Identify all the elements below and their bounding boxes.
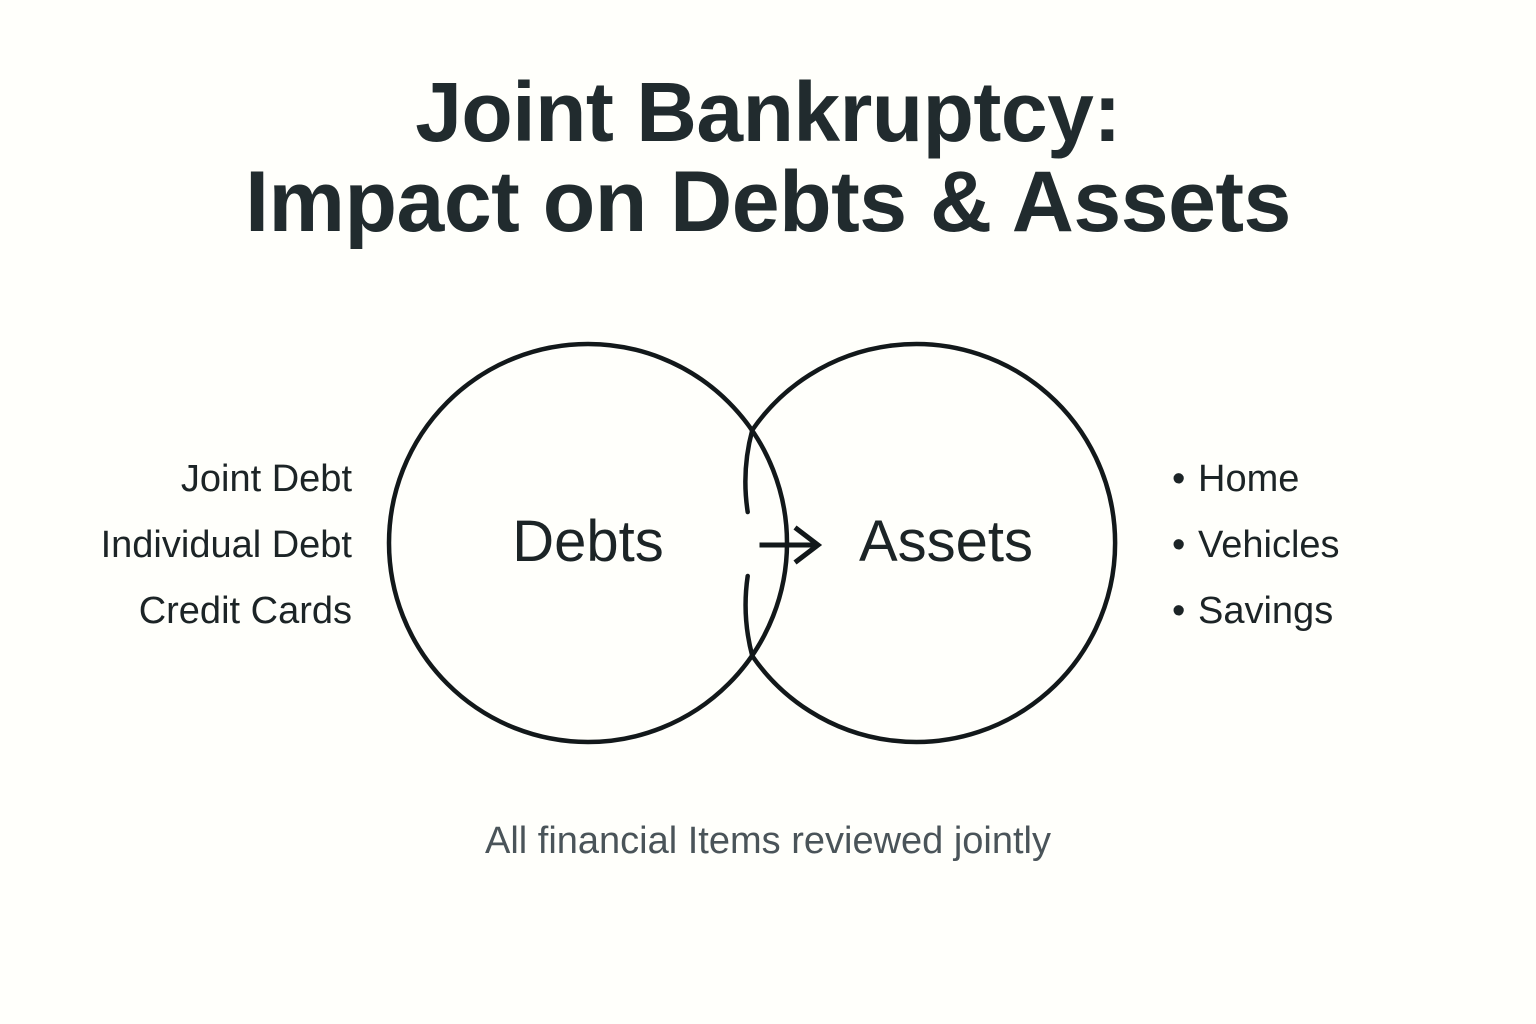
assets-circle-main-arc <box>750 341 1118 745</box>
arrow-right-icon <box>759 525 823 565</box>
list-item-vehicles: • Vehicles <box>1172 512 1340 578</box>
list-item-home: • Home <box>1172 446 1340 512</box>
assets-circle-arc-lower <box>743 573 755 659</box>
list-item-label: Savings <box>1198 590 1334 632</box>
debts-circle <box>386 341 790 745</box>
assets-item-list: • Home • Vehicles • Savings <box>1172 446 1340 644</box>
title-line-2: Impact on Debts & Assets <box>245 154 1291 251</box>
list-item-label: Individual Debt <box>100 524 352 566</box>
bullet-icon: • <box>1172 458 1186 500</box>
list-item-label: Home <box>1198 458 1300 500</box>
debts-item-list: Joint Debt Individual Debt Credit Cards <box>0 446 352 644</box>
list-item-joint-debt: Joint Debt <box>0 446 352 512</box>
bullet-icon: • <box>1172 524 1186 566</box>
list-item-savings: • Savings <box>1172 578 1340 644</box>
list-item-credit-cards: Credit Cards <box>0 578 352 644</box>
assets-circle-arc-upper <box>743 427 755 515</box>
page-title: Joint Bankruptcy: Impact on Debts & Asse… <box>0 65 1536 251</box>
list-item-label: Vehicles <box>1198 524 1340 566</box>
list-item-label: Credit Cards <box>138 590 352 632</box>
bullet-icon: • <box>1172 590 1186 632</box>
caption-text: All financial Items reviewed jointly <box>484 820 1051 862</box>
title-line-1: Joint Bankruptcy: <box>415 65 1121 159</box>
list-item-label: Joint Debt <box>180 458 352 500</box>
list-item-individual-debt: Individual Debt <box>0 512 352 578</box>
